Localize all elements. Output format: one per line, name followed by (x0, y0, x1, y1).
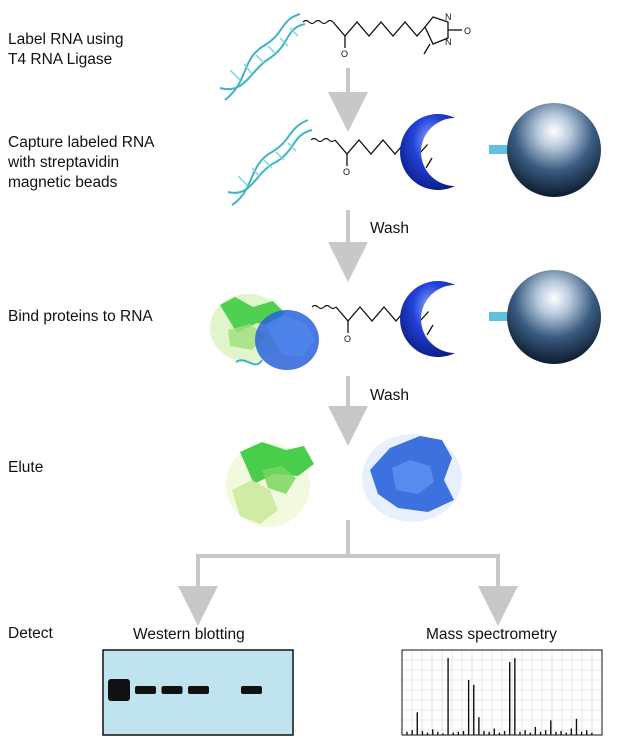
atom-n-2a: N (450, 129, 457, 139)
streptavidin-2 (400, 114, 455, 190)
atom-o-3: O (344, 334, 351, 344)
magnetic-bead-3 (507, 270, 601, 364)
bead-link-3 (489, 312, 511, 321)
streptavidin-3 (400, 281, 455, 358)
magnetic-bead-2 (507, 103, 601, 197)
step-detect-text: Detect (8, 625, 53, 642)
eluted-protein-green (226, 442, 314, 527)
biotin-ring-2 (427, 132, 454, 159)
bead-link-2 (489, 145, 511, 154)
atom-o-1: O (341, 49, 348, 59)
atom-n-1b: N (445, 37, 452, 47)
biotin-ring-3 (428, 299, 455, 326)
blot-band (135, 686, 156, 694)
atom-o-1b: O (464, 26, 471, 36)
rna-helix-2 (227, 119, 313, 206)
mass-spec-title: Mass spectrometry (426, 626, 557, 643)
atom-o-3b: O (470, 309, 477, 319)
atom-o-2: O (343, 167, 350, 177)
blot-band (161, 686, 183, 694)
blot-band (241, 686, 262, 694)
blot-band (108, 679, 130, 701)
blot-band (188, 686, 209, 694)
wash-label-2: Wash (370, 387, 410, 404)
rna-helix-1 (219, 13, 306, 101)
split-connector (198, 520, 498, 558)
mass-spec-grid (402, 650, 602, 735)
eluted-protein-blue (362, 434, 462, 522)
wash-label-1: Wash (370, 220, 410, 237)
step-capture-text: Capture labeled RNA with streptavidin ma… (8, 134, 155, 191)
mass-spec-panel (401, 649, 603, 736)
atom-n-1a: N (445, 12, 452, 22)
step-elute-text: Elute (8, 459, 44, 476)
mass-spec-peaks (406, 658, 593, 735)
biotin-linker-1 (302, 16, 462, 55)
atom-o-2b: O (470, 142, 477, 152)
step-bind-text: Bind proteins to RNA (8, 308, 153, 325)
step-label-text: Label RNA using T4 RNA Ligase (8, 31, 124, 68)
bound-proteins-3 (210, 294, 319, 370)
western-blot-bands (108, 679, 262, 701)
atom-n-3a: N (451, 296, 458, 306)
western-blot-title: Western blotting (133, 626, 245, 643)
